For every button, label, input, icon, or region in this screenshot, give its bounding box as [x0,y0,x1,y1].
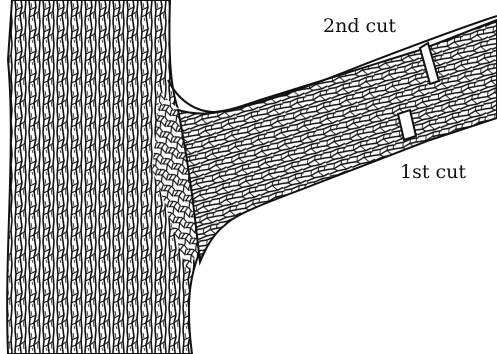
first-cut-label: 1st cut [400,163,466,182]
second-cut-label: 2nd cut [323,17,396,36]
branch [178,20,497,262]
